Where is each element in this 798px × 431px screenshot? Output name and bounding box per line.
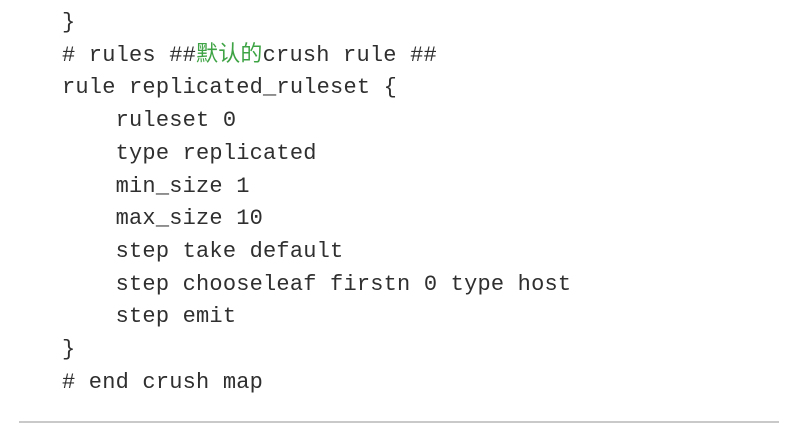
code-line: max_size 10 [62,206,264,232]
code-line: } [62,10,76,35]
code-block: } # rules ##默认的crush rule ## rule replic… [62,10,798,395]
code-line: step chooseleaf firstn 0 type host [62,271,572,297]
comment-highlight-cjk: 默认的 [196,42,263,68]
code-line: step take default [62,238,344,264]
code-line: min_size 1 [62,173,250,199]
code-line-comment: # rules ##默认的crush rule ## [62,40,798,73]
code-line: step emit [62,304,237,330]
bottom-divider-line [19,421,779,423]
comment-text: crush rule ## [262,42,437,68]
code-line: rule replicated_ruleset { [62,75,398,101]
code-line: # end crush map [62,369,264,395]
comment-text: # rules ## [62,42,197,68]
code-line: type replicated [62,140,317,166]
code-line: } [62,337,76,363]
code-line: ruleset 0 [62,108,237,134]
